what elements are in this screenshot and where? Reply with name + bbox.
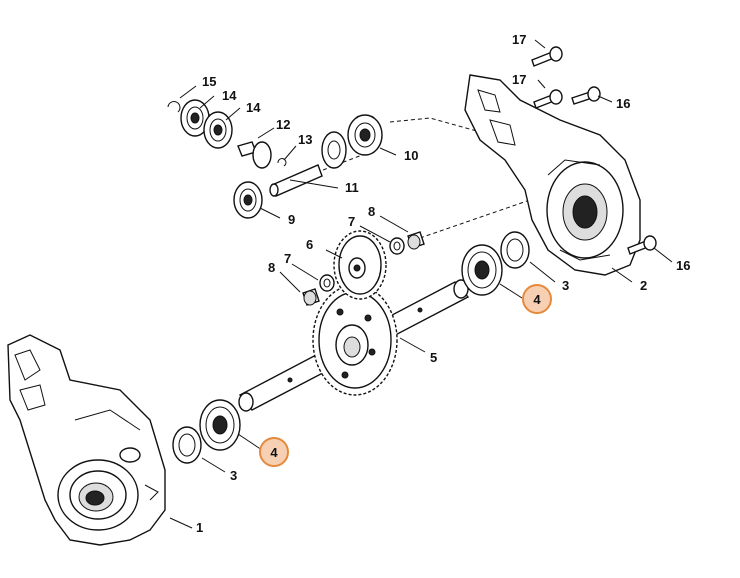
large-spur-gear (312, 284, 398, 396)
label-housing-right: 2 (640, 278, 647, 293)
bevel-pinion (237, 141, 272, 169)
label-needle-sleeve-lower: 8 (268, 260, 275, 275)
label-washer-lower: 7 (284, 251, 291, 266)
screw-16-lower (627, 235, 657, 255)
label-screw-17-upper: 17 (512, 32, 526, 47)
housing-left (7, 334, 166, 546)
label-ball-bearing-14b: 14 (246, 100, 261, 115)
needle-sleeve-upper (407, 231, 425, 250)
label-ball-bearing-upper: 4 (533, 292, 541, 307)
label-bevel-pinion: 12 (276, 117, 290, 132)
ball-bearing-lower (199, 399, 241, 451)
bearing-9 (233, 181, 263, 219)
label-shaft: 5 (430, 350, 437, 365)
bearing-10 (347, 114, 383, 156)
label-spur-gear-small: 6 (306, 237, 313, 252)
washer-upper (389, 237, 405, 255)
label-ball-bearing-14a: 14 (222, 88, 237, 103)
label-needle-sleeve-upper: 8 (368, 204, 375, 219)
screw-17-lower (533, 89, 563, 109)
highlight-circle-upper (522, 284, 552, 314)
leader-lines (169, 39, 673, 529)
housing-right (464, 74, 641, 276)
label-bearing-10: 10 (404, 148, 418, 163)
label-seal-ring-lower: 3 (230, 468, 237, 483)
pinion-shaft (269, 164, 323, 197)
needle-sleeve-lower (302, 288, 320, 306)
small-spur-gear (333, 230, 387, 300)
label-screw-16-lower: 16 (676, 258, 690, 273)
circlip (167, 101, 181, 113)
ball-bearing-14a (180, 99, 210, 137)
seal-ring-lower (172, 426, 202, 464)
bevel-gear (277, 131, 347, 169)
label-housing-left: 1 (196, 520, 203, 535)
label-circlip: 15 (202, 74, 216, 89)
label-screw-16-upper: 16 (616, 96, 630, 111)
label-screw-17-lower: 17 (512, 72, 526, 87)
label-seal-ring-upper: 3 (562, 278, 569, 293)
label-ball-bearing-lower: 4 (270, 445, 278, 460)
label-bearing-9: 9 (288, 212, 295, 227)
ball-bearing-14b (203, 111, 233, 149)
seal-ring-upper (500, 231, 530, 269)
washer-lower (319, 274, 335, 292)
highlight-circle-lower (259, 437, 289, 467)
ball-bearing-upper (461, 244, 503, 296)
label-washer-upper: 7 (348, 214, 355, 229)
label-bevel-gear: 13 (298, 132, 312, 147)
screw-17-upper (531, 46, 563, 67)
label-pinion-shaft: 11 (345, 180, 359, 195)
screw-16-upper (571, 86, 601, 105)
